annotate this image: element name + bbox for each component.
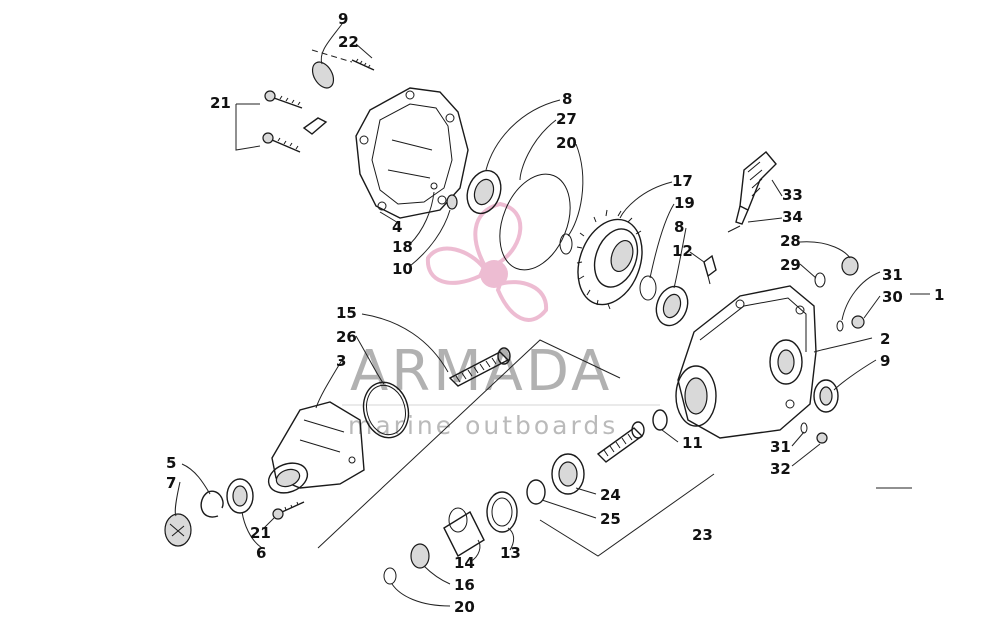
watermark-tagline: marine outboards	[348, 411, 618, 440]
washer-29-part	[814, 272, 826, 288]
label-part-9: 9	[338, 10, 348, 28]
label-part-21b: 21	[250, 524, 271, 542]
label-part-3: 3	[336, 352, 346, 370]
shaft-15-part	[448, 347, 511, 387]
label-part-18: 18	[392, 238, 413, 256]
plug-28-part	[841, 256, 859, 276]
pinion-shaft-part	[596, 421, 645, 463]
label-part-6: 6	[256, 544, 266, 562]
label-part-9b: 9	[880, 352, 890, 370]
label-part-14: 14	[454, 554, 475, 572]
label-part-27: 27	[556, 110, 577, 128]
label-part-19: 19	[674, 194, 695, 212]
label-part-15: 15	[336, 304, 357, 322]
shim-20-upper-part	[559, 233, 573, 255]
bolt-21-lower-part	[272, 501, 305, 520]
label-part-32: 32	[770, 460, 791, 478]
label-part-7: 7	[166, 474, 176, 492]
label-part-11: 11	[682, 434, 703, 452]
gasket-9-part	[311, 61, 335, 89]
bushing-11-part	[652, 409, 668, 431]
plug-32-part	[816, 432, 828, 444]
cap-7-part	[164, 513, 192, 547]
carrier-3-part	[267, 401, 365, 494]
vent-fitting-12-part	[703, 254, 717, 285]
label-part-21: 21	[210, 94, 231, 112]
bolts-21-upper-part	[262, 90, 303, 153]
housing-2-part	[675, 285, 817, 439]
label-part-28: 28	[780, 232, 801, 250]
snap-ring-5-part	[200, 490, 224, 518]
clamp-34-part	[727, 225, 741, 233]
propeller-icon	[425, 201, 549, 322]
label-part-12: 12	[672, 242, 693, 260]
label-part-17: 17	[672, 172, 693, 190]
label-part-30: 30	[882, 288, 903, 306]
label-part-31b: 31	[770, 438, 791, 456]
bearing-8-upper-part	[466, 169, 502, 215]
label-part-24: 24	[600, 486, 621, 504]
label-part-16: 16	[454, 576, 475, 594]
ring-gear-17-part	[576, 209, 643, 310]
washer-31-upper-part	[836, 320, 844, 332]
nut-16-part	[410, 543, 430, 569]
label-part-5: 5	[166, 454, 176, 472]
bearing-13-part	[486, 491, 518, 533]
washer-31-lower-part	[800, 422, 808, 434]
spacer-14-part	[443, 507, 485, 557]
plug-30-part	[851, 315, 865, 329]
label-part-20: 20	[556, 134, 577, 152]
label-part-34: 34	[782, 208, 803, 226]
label-part-29: 29	[780, 256, 801, 274]
label-part-13: 13	[500, 544, 521, 562]
label-part-22: 22	[338, 33, 359, 51]
label-part-33: 33	[782, 186, 803, 204]
bearing-8-lower-part	[655, 285, 689, 327]
label-part-1: 1	[934, 286, 944, 304]
shim-20-lower-part	[383, 567, 397, 585]
label-part-8: 8	[562, 90, 572, 108]
shim-19-part	[639, 275, 657, 301]
race-25-part	[526, 479, 546, 505]
pin-part	[302, 117, 328, 135]
label-part-2: 2	[880, 330, 890, 348]
o-ring-26-part	[362, 381, 410, 439]
label-part-10: 10	[392, 260, 413, 278]
bearing-24-part	[551, 453, 585, 495]
part-number-labels: 9 22 21 8 27 20 17 19 8 12 33 34 28 29 3…	[166, 10, 944, 616]
seal-18-10-part	[430, 182, 458, 210]
label-part-31: 31	[882, 266, 903, 284]
label-part-23: 23	[692, 526, 713, 544]
vent-boot-33-part	[735, 151, 777, 225]
bearing-6-part	[226, 478, 254, 514]
label-part-8b: 8	[674, 218, 684, 236]
leader-lines	[174, 23, 930, 607]
label-part-25: 25	[600, 510, 621, 528]
watermark-logo: ARMADA marine outboards	[342, 201, 660, 440]
assembly-brackets	[235, 49, 912, 557]
label-part-20b: 20	[454, 598, 475, 616]
seal-9-right-part	[813, 379, 839, 413]
watermark-brand: ARMADA	[350, 339, 612, 404]
label-part-26: 26	[336, 328, 357, 346]
label-part-4: 4	[392, 218, 402, 236]
bolt-22-part	[351, 58, 375, 71]
